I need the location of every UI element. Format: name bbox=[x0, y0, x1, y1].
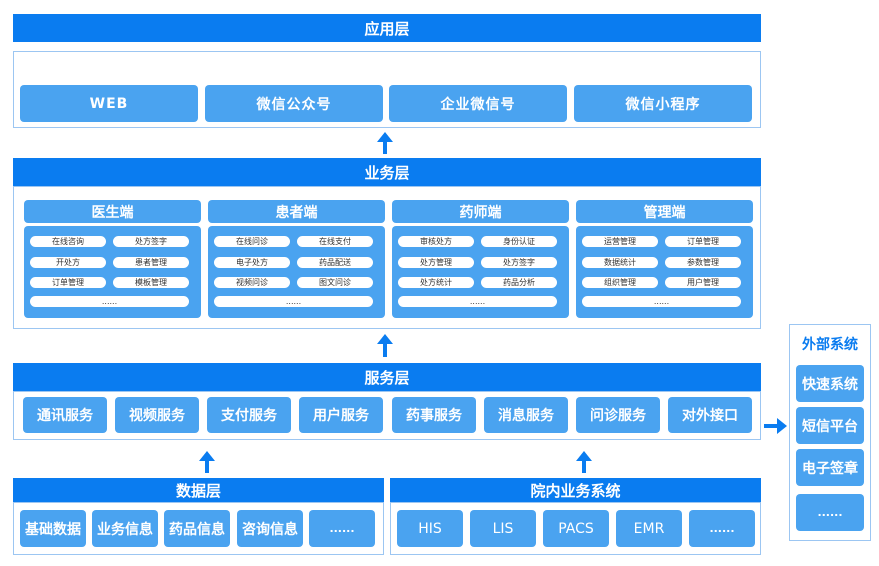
chip: 电子处方 bbox=[214, 257, 290, 268]
chip: 处方签字 bbox=[113, 236, 189, 247]
data-layer-header: 数据层 bbox=[13, 478, 384, 502]
hospital-item: HIS bbox=[397, 510, 463, 547]
hospital-layer-header: 院内业务系统 bbox=[390, 478, 761, 502]
service-item: 问诊服务 bbox=[576, 397, 660, 433]
chip: 参数管理 bbox=[665, 257, 741, 268]
business-column-pharmacist-header: 药师端 bbox=[392, 200, 569, 223]
up-arrow-icon bbox=[199, 451, 215, 473]
chip: 审核处方 bbox=[398, 236, 474, 247]
up-arrow-icon bbox=[377, 334, 393, 357]
chip: 在线问诊 bbox=[214, 236, 290, 247]
service-item: 消息服务 bbox=[484, 397, 568, 433]
service-item: 支付服务 bbox=[207, 397, 291, 433]
chip: 运营管理 bbox=[582, 236, 658, 247]
up-arrow-icon bbox=[576, 451, 592, 473]
chip-more: ...... bbox=[582, 296, 741, 307]
chip: 处方统计 bbox=[398, 277, 474, 288]
data-item: 药品信息 bbox=[164, 510, 230, 547]
app-layer-header: 应用层 bbox=[13, 14, 761, 42]
chip: 视频问诊 bbox=[214, 277, 290, 288]
data-item: 咨询信息 bbox=[237, 510, 303, 547]
chip: 数据统计 bbox=[582, 257, 658, 268]
hospital-item: LIS bbox=[470, 510, 536, 547]
business-column-admin-header: 管理端 bbox=[576, 200, 753, 223]
chip: 模板管理 bbox=[113, 277, 189, 288]
hospital-item: EMR bbox=[616, 510, 682, 547]
chip: 处方签字 bbox=[481, 257, 557, 268]
data-item: 基础数据 bbox=[20, 510, 86, 547]
service-layer-header: 服务层 bbox=[13, 363, 761, 391]
app-item-wecom: 企业微信号 bbox=[389, 85, 567, 122]
chip-more: ...... bbox=[30, 296, 189, 307]
chip: 药品分析 bbox=[481, 277, 557, 288]
chip: 患者管理 bbox=[113, 257, 189, 268]
chip: 身份认证 bbox=[481, 236, 557, 247]
data-item-more: ...... bbox=[309, 510, 375, 547]
right-arrow-icon bbox=[764, 418, 788, 434]
external-system-title: 外部系统 bbox=[802, 337, 858, 353]
business-column-patient-header: 患者端 bbox=[208, 200, 385, 223]
app-item-wechat-official: 微信公众号 bbox=[205, 85, 383, 122]
chip: 在线支付 bbox=[297, 236, 373, 247]
business-column-doctor-header: 医生端 bbox=[24, 200, 201, 223]
data-item: 业务信息 bbox=[92, 510, 158, 547]
app-item-web: WEB bbox=[20, 85, 198, 122]
chip-more: ...... bbox=[398, 296, 557, 307]
external-item-more: ...... bbox=[796, 494, 864, 531]
chip: 在线咨询 bbox=[30, 236, 106, 247]
service-item: 通讯服务 bbox=[23, 397, 107, 433]
external-item: 快速系统 bbox=[796, 365, 864, 402]
service-item: 视频服务 bbox=[115, 397, 199, 433]
app-item-mini-program: 微信小程序 bbox=[574, 85, 752, 122]
external-item: 电子签章 bbox=[796, 449, 864, 486]
service-item: 药事服务 bbox=[392, 397, 476, 433]
hospital-item-more: ...... bbox=[689, 510, 755, 547]
external-item: 短信平台 bbox=[796, 407, 864, 444]
service-item: 用户服务 bbox=[299, 397, 383, 433]
chip: 处方管理 bbox=[398, 257, 474, 268]
chip: 用户管理 bbox=[665, 277, 741, 288]
chip: 药品配送 bbox=[297, 257, 373, 268]
chip: 订单管理 bbox=[30, 277, 106, 288]
service-item: 对外接口 bbox=[668, 397, 752, 433]
chip: 订单管理 bbox=[665, 236, 741, 247]
chip: 开处方 bbox=[30, 257, 106, 268]
chip: 组织管理 bbox=[582, 277, 658, 288]
up-arrow-icon bbox=[377, 132, 393, 154]
chip-more: ...... bbox=[214, 296, 373, 307]
hospital-item: PACS bbox=[543, 510, 609, 547]
business-layer-header: 业务层 bbox=[13, 158, 761, 186]
chip: 图文问诊 bbox=[297, 277, 373, 288]
